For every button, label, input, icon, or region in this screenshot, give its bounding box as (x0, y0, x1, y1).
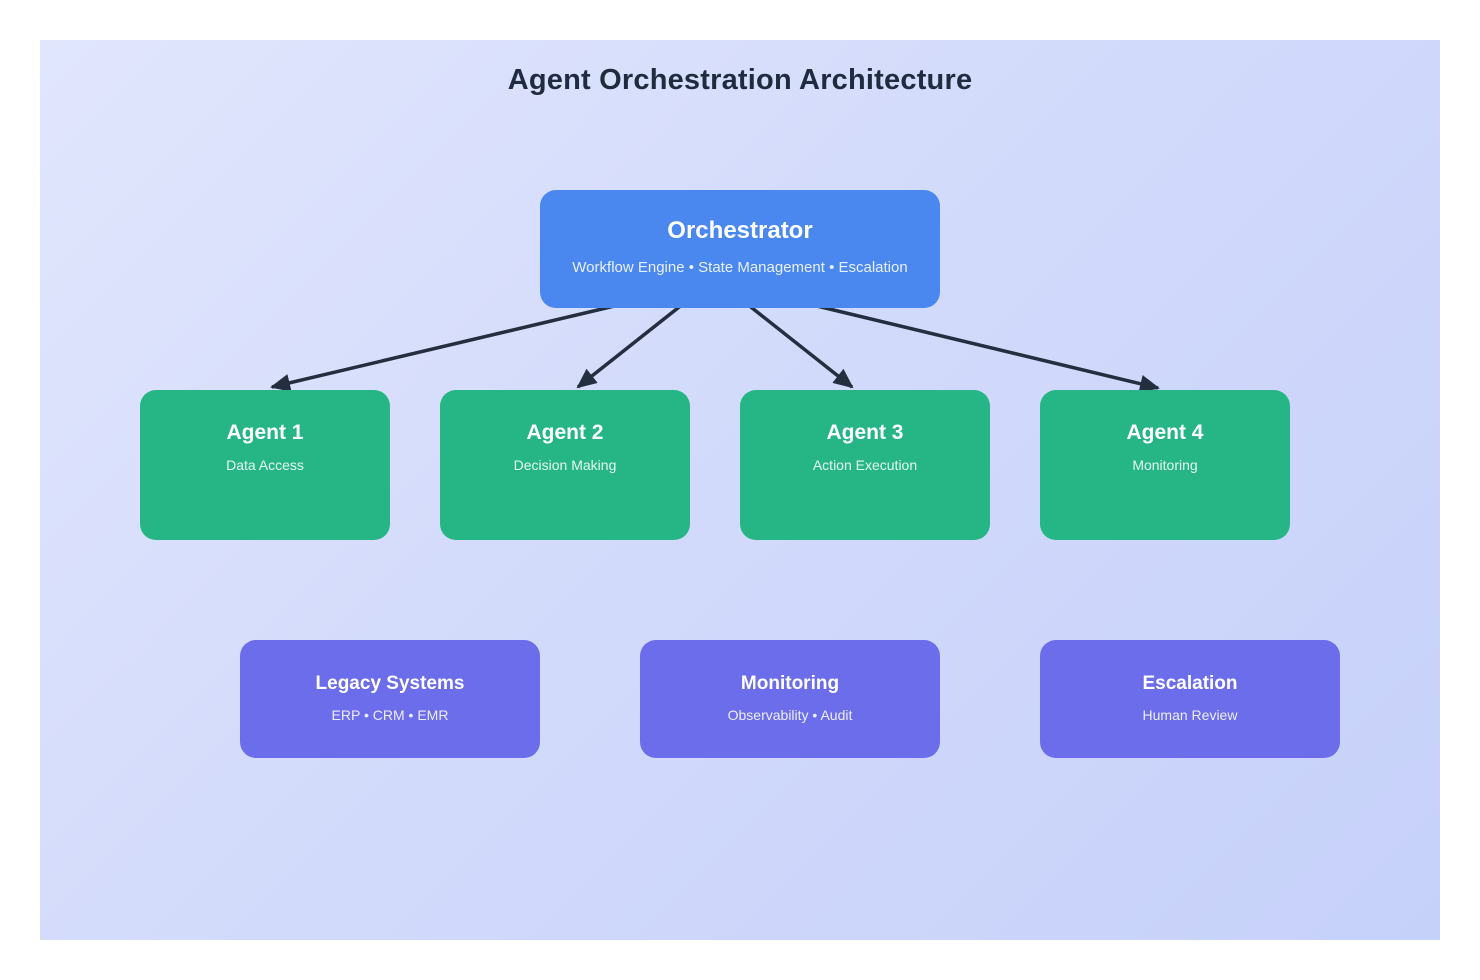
agent-4-subtitle: Monitoring (1132, 457, 1198, 473)
agent-1-subtitle: Data Access (226, 457, 304, 473)
agent-2-subtitle: Decision Making (513, 457, 617, 473)
orchestrator-title: Orchestrator (667, 217, 813, 244)
agent-1-title: Agent 1 (226, 421, 304, 444)
agent-3-title: Agent 3 (826, 421, 904, 444)
escalation-title: Escalation (1142, 673, 1238, 694)
escalation-subtitle: Human Review (1142, 707, 1238, 723)
agent-1-node: Agent 1 Data Access (140, 390, 390, 540)
escalation-node: Escalation Human Review (1040, 640, 1340, 758)
monitoring-title: Monitoring (740, 673, 840, 694)
legacy-systems-node: Legacy Systems ERP • CRM • EMR (240, 640, 540, 758)
agent-3-subtitle: Action Execution (812, 457, 918, 473)
orchestrator-node: Orchestrator Workflow Engine • State Man… (540, 190, 940, 308)
agent-2-node: Agent 2 Decision Making (440, 390, 690, 540)
agent-3-node: Agent 3 Action Execution (740, 390, 990, 540)
legacy-systems-subtitle: ERP • CRM • EMR (331, 707, 449, 723)
legacy-systems-title: Legacy Systems (315, 673, 465, 694)
arrow-orchestrator-to-agent-1 (270, 298, 641, 392)
diagram-canvas: Agent Orchestration Architecture Orchest… (40, 40, 1440, 940)
arrow-orchestrator-to-agent-3 (740, 298, 854, 389)
orchestrator-subtitle: Workflow Engine • State Management • Esc… (572, 259, 908, 276)
arrow-orchestrator-to-agent-4 (791, 298, 1160, 393)
arrow-orchestrator-to-agent-2 (576, 298, 690, 389)
agent-4-node: Agent 4 Monitoring (1040, 390, 1290, 540)
monitoring-subtitle: Observability • Audit (727, 707, 853, 723)
agent-2-title: Agent 2 (526, 421, 604, 444)
agent-4-title: Agent 4 (1126, 421, 1204, 444)
page-title: Agent Orchestration Architecture (507, 64, 973, 96)
monitoring-node: Monitoring Observability • Audit (640, 640, 940, 758)
